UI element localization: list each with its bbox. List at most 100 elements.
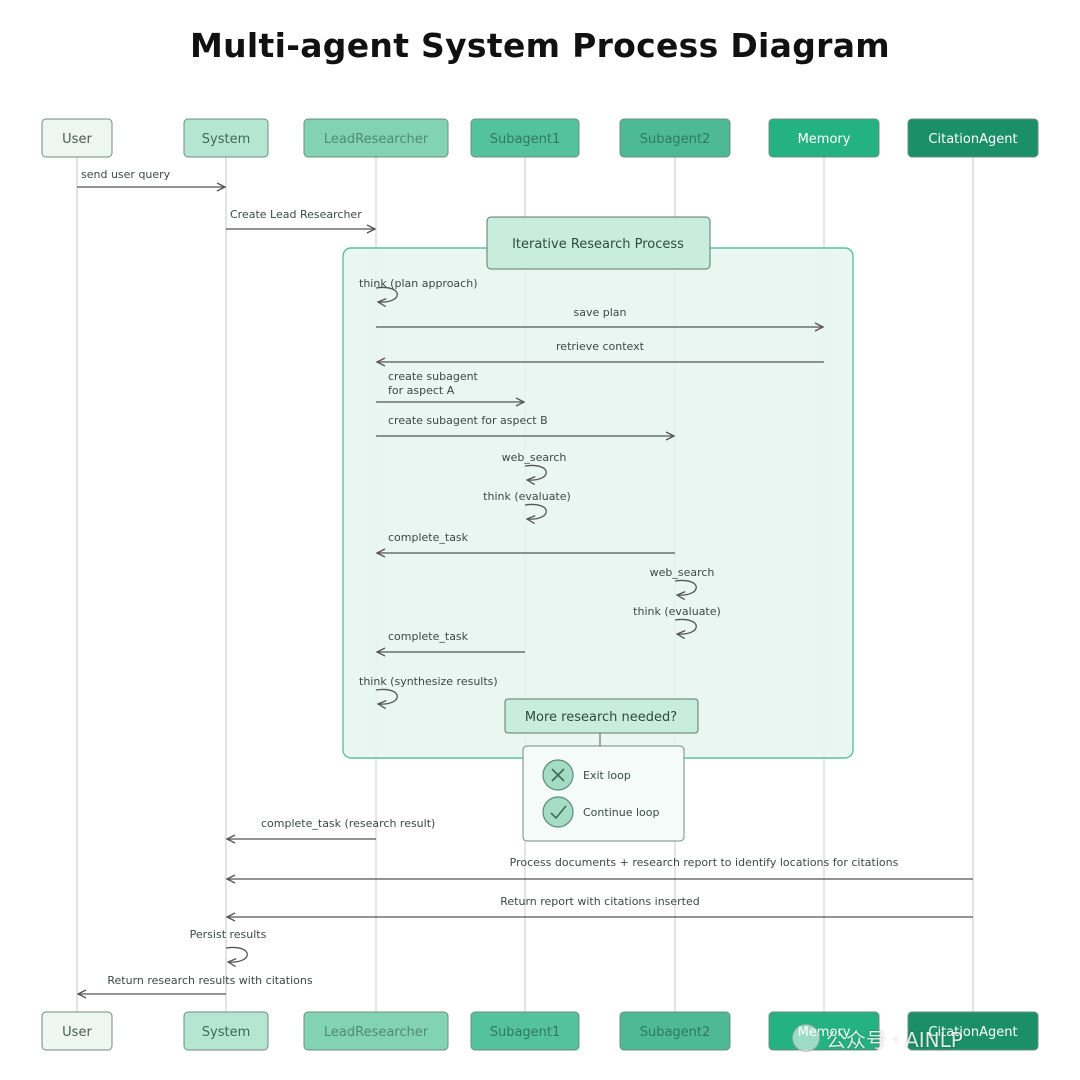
actor-box	[768, 118, 880, 158]
decision-option-label: Continue loop	[583, 806, 659, 819]
decision-option-2: Continue loop	[542, 796, 659, 828]
self-call-arrow	[674, 579, 697, 595]
actor-label: Memory	[798, 132, 851, 147]
actor-box	[41, 1011, 113, 1051]
actor-subagent-1-top: Subagent1	[470, 118, 580, 158]
actor-user-bottom: User	[41, 1011, 113, 1051]
message-1: send user query	[77, 168, 225, 187]
actor-box	[470, 118, 580, 158]
decision-question-box	[504, 698, 699, 734]
message-12: think (evaluate)	[633, 605, 721, 634]
message-17: Return report with citations inserted	[227, 895, 973, 917]
message-label: web_search	[502, 451, 567, 464]
actor-label: System	[202, 1025, 250, 1040]
actor-label: CitationAgent	[928, 132, 1017, 147]
actor-box	[183, 1011, 269, 1051]
icon-circle	[542, 796, 574, 828]
actor-label: CitationAgent	[928, 1025, 1017, 1040]
message-label: Process documents + research report to i…	[510, 856, 899, 869]
message-10: complete_task	[377, 531, 675, 553]
message-label: complete_task	[388, 630, 469, 643]
decision-option-label: Exit loop	[583, 769, 631, 782]
decision-option-1: Exit loop	[542, 759, 631, 791]
actor-system-bottom: System	[183, 1011, 269, 1051]
actor-memory-top: Memory	[768, 118, 880, 158]
message-label: for aspect A	[388, 384, 455, 397]
message-3: think (plan approach)	[359, 277, 478, 302]
actor-box	[907, 118, 1039, 158]
actor-box	[907, 1011, 1039, 1051]
message-9: think (evaluate)	[483, 490, 571, 519]
self-call-arrow	[524, 464, 547, 480]
actor-label: LeadResearcher	[324, 132, 429, 147]
message-18: Persist results	[190, 928, 267, 962]
actor-label: User	[62, 1025, 92, 1040]
actor-label: LeadResearcher	[324, 1025, 429, 1040]
message-15: complete_task (research result)	[227, 817, 435, 839]
actor-box	[303, 118, 449, 158]
icon-cross	[551, 768, 565, 782]
icon-check	[550, 805, 567, 820]
message-2: Create Lead Researcher	[226, 208, 375, 229]
message-label: think (evaluate)	[633, 605, 721, 618]
message-5: retrieve context	[377, 340, 824, 362]
actor-citation-agent-bottom: CitationAgent	[907, 1011, 1039, 1051]
actor-lead-researcher-bottom: LeadResearcher	[303, 1011, 449, 1051]
message-14: think (synthesize results)	[359, 675, 498, 704]
actor-box	[619, 1011, 731, 1051]
message-label: think (evaluate)	[483, 490, 571, 503]
message-label: Persist results	[190, 928, 267, 941]
actor-box	[619, 118, 731, 158]
message-label: Return research results with citations	[107, 974, 312, 987]
message-label: think (synthesize results)	[359, 675, 498, 688]
message-7: create subagent for aspect B	[376, 414, 674, 436]
check-circle-icon	[542, 796, 574, 828]
actor-user-top: User	[41, 118, 113, 158]
actor-lead-researcher-top: LeadResearcher	[303, 118, 449, 158]
diagram-title: Multi-agent System Process Diagram	[190, 26, 890, 65]
decision-question: More research needed?	[525, 710, 677, 725]
message-4: save plan	[376, 306, 823, 327]
message-16: Process documents + research report to i…	[227, 856, 973, 879]
actor-label: System	[202, 132, 250, 147]
message-19: Return research results with citations	[78, 974, 313, 994]
actor-box	[41, 118, 113, 158]
message-8: web_search	[502, 451, 567, 480]
message-11: web_search	[650, 566, 715, 595]
actor-citation-agent-top: CitationAgent	[907, 118, 1039, 158]
actor-label: User	[62, 132, 92, 147]
message-label: save plan	[574, 306, 627, 319]
message-label: think (plan approach)	[359, 277, 478, 290]
actor-subagent-2-top: Subagent2	[619, 118, 731, 158]
self-call-arrow	[375, 688, 398, 704]
message-label: complete_task (research result)	[261, 817, 435, 830]
actor-label: Subagent1	[490, 132, 561, 147]
decision-options-box	[522, 745, 685, 842]
message-label: create subagent for aspect B	[388, 414, 548, 427]
message-label: create subagent	[388, 370, 479, 383]
actor-label: Subagent2	[640, 132, 711, 147]
message-13: complete_task	[377, 630, 525, 652]
message-label: retrieve context	[556, 340, 645, 353]
loop-title-box	[486, 216, 711, 270]
actor-memory-bottom: Memory	[768, 1011, 880, 1051]
self-call-arrow	[524, 503, 547, 519]
message-label: send user query	[81, 168, 171, 181]
self-call-arrow	[674, 618, 697, 634]
message-label: web_search	[650, 566, 715, 579]
message-label: Return report with citations inserted	[500, 895, 700, 908]
self-call-arrow	[375, 286, 398, 302]
actor-label: Subagent1	[490, 1025, 561, 1040]
actor-subagent-1-bottom: Subagent1	[470, 1011, 580, 1051]
actor-label: Memory	[798, 1025, 851, 1040]
actor-box	[470, 1011, 580, 1051]
actor-system-top: System	[183, 118, 269, 158]
x-circle-icon	[542, 759, 574, 791]
actor-subagent-2-bottom: Subagent2	[619, 1011, 731, 1051]
actor-label: Subagent2	[640, 1025, 711, 1040]
message-label: complete_task	[388, 531, 469, 544]
loop-title: Iterative Research Process	[512, 237, 684, 252]
actor-box	[183, 118, 269, 158]
